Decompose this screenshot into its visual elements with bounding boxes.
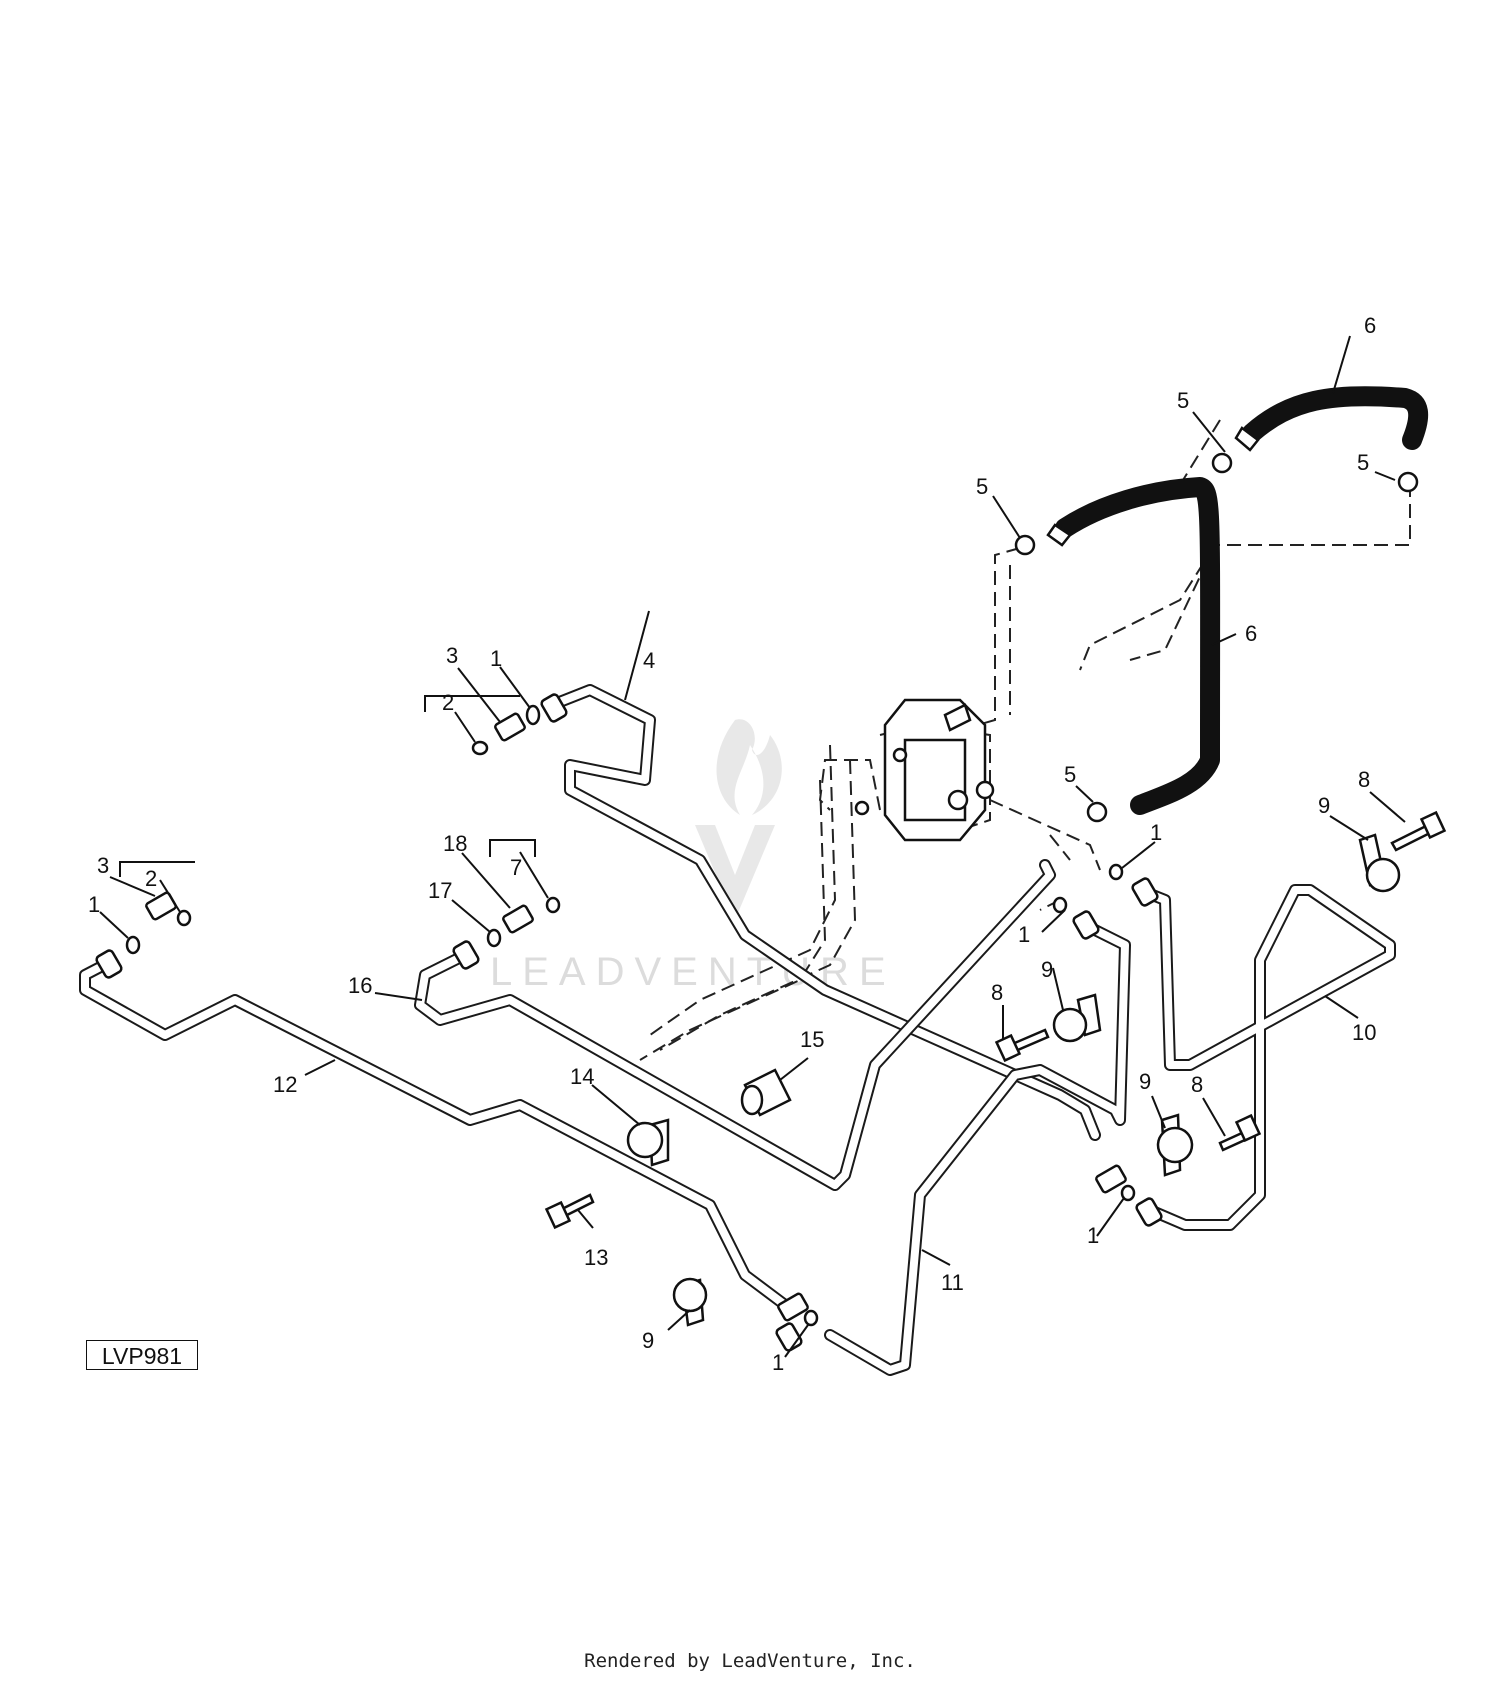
callout-2: 2	[442, 690, 454, 715]
callout-4: 4	[643, 648, 655, 673]
callout-1: 1	[1018, 922, 1030, 947]
callout-18: 18	[443, 831, 467, 856]
render-credit: Rendered by LeadVenture, Inc.	[584, 1650, 916, 1672]
callout-11: 11	[941, 1270, 964, 1295]
callout-15: 15	[800, 1027, 824, 1052]
adapters	[145, 712, 1127, 1322]
figure-reference-code: LVP981	[86, 1340, 198, 1370]
callout-1: 1	[1150, 820, 1162, 845]
callout-1: 1	[88, 892, 100, 917]
o-rings	[125, 704, 1136, 1327]
tube-clamps	[626, 833, 1401, 1327]
callout-5: 5	[1357, 450, 1369, 475]
callout-16: 16	[348, 973, 372, 998]
callout-14: 14	[570, 1064, 594, 1089]
tube-12	[79, 956, 791, 1311]
callout-17: 17	[428, 878, 452, 903]
callout-9: 9	[642, 1328, 654, 1353]
callout-8: 8	[991, 980, 1003, 1005]
callout-8: 8	[1358, 767, 1370, 792]
callout-5: 5	[976, 474, 988, 499]
callout-2: 2	[145, 866, 157, 891]
callout-9: 9	[1318, 793, 1330, 818]
callout-8: 8	[1191, 1072, 1203, 1097]
callout-7: 7	[510, 855, 522, 880]
callout-12: 12	[273, 1072, 297, 1097]
tube-11	[824, 919, 1131, 1376]
tube-fittings	[95, 693, 1163, 1352]
callout-9: 9	[1139, 1069, 1151, 1094]
callout-6: 6	[1245, 621, 1257, 646]
callout-5: 5	[1064, 762, 1076, 787]
tube-4	[546, 684, 1101, 1141]
tube-10	[1139, 884, 1396, 1231]
callout-1: 1	[1087, 1223, 1099, 1248]
callout-3: 3	[97, 853, 109, 878]
callout-9: 9	[1041, 957, 1053, 982]
leader-lines	[99, 335, 1406, 1358]
spacer-15	[740, 1068, 792, 1117]
hose-clamps	[1014, 452, 1419, 823]
callout-labels: 6 5 5 5 6 5 1 1 1 1 9 8 9 8 9 8 10 11 4 …	[88, 313, 1376, 1375]
callout-1: 1	[772, 1350, 784, 1375]
tube-16	[414, 859, 1056, 1191]
control-valve	[854, 698, 995, 842]
hose-6-upper	[1234, 386, 1429, 452]
callout-10: 10	[1352, 1020, 1376, 1045]
hose-6-lower	[1046, 477, 1221, 815]
callout-6: 6	[1364, 313, 1376, 338]
callout-13: 13	[584, 1245, 608, 1270]
callout-3: 3	[446, 643, 458, 668]
callout-5: 5	[1177, 388, 1189, 413]
cap-screws	[544, 810, 1447, 1230]
callout-1: 1	[490, 646, 502, 671]
